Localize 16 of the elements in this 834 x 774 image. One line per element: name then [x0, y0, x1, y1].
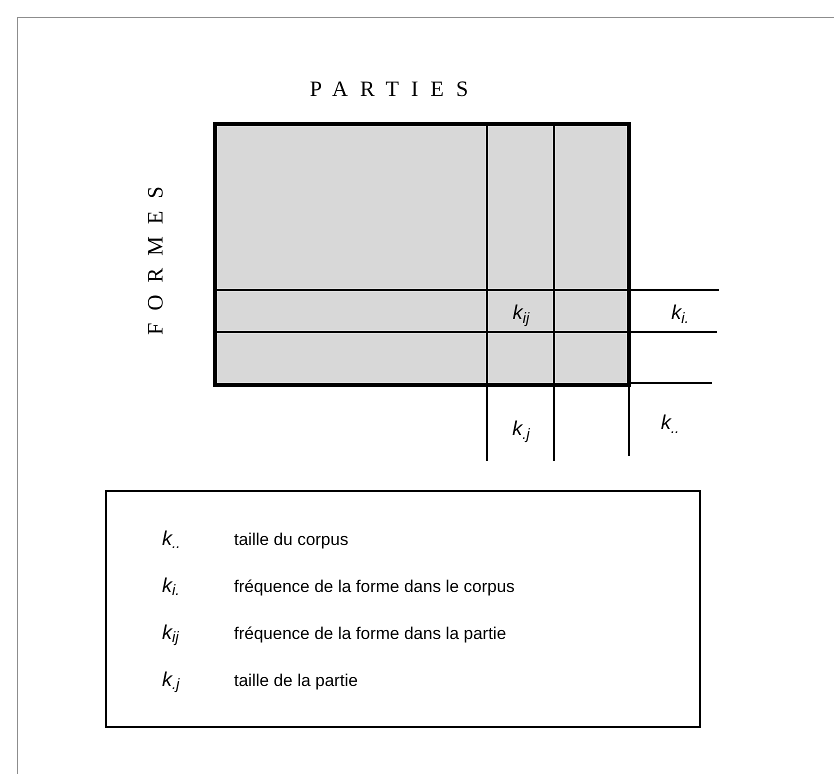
cell-symbol: k$_{ij}$: [512, 301, 531, 328]
cell-symbol: k$_{.j}$: [511, 417, 531, 444]
cell-symbol: k$_{i.}$: [670, 301, 690, 328]
definition: taille du corpus: [234, 528, 348, 550]
definition: fréquence de la forme dans la partie: [234, 622, 506, 644]
symbol: k$_{..}$: [162, 526, 182, 554]
definition: fréquence de la forme dans le corpus: [234, 576, 515, 598]
axis-label: PARTIES: [308, 75, 482, 103]
key-box: [105, 490, 701, 728]
symbol: k$_{.j}$: [162, 668, 181, 694]
symbol: k$_{i.}$: [162, 574, 180, 600]
cell-symbol: k$_{..}$: [660, 411, 680, 438]
contingency-table: [213, 122, 631, 387]
axis-label: FORMES: [142, 173, 168, 337]
symbol: k$_{ij}$: [162, 620, 180, 648]
definition: taille de la partie: [234, 670, 358, 692]
